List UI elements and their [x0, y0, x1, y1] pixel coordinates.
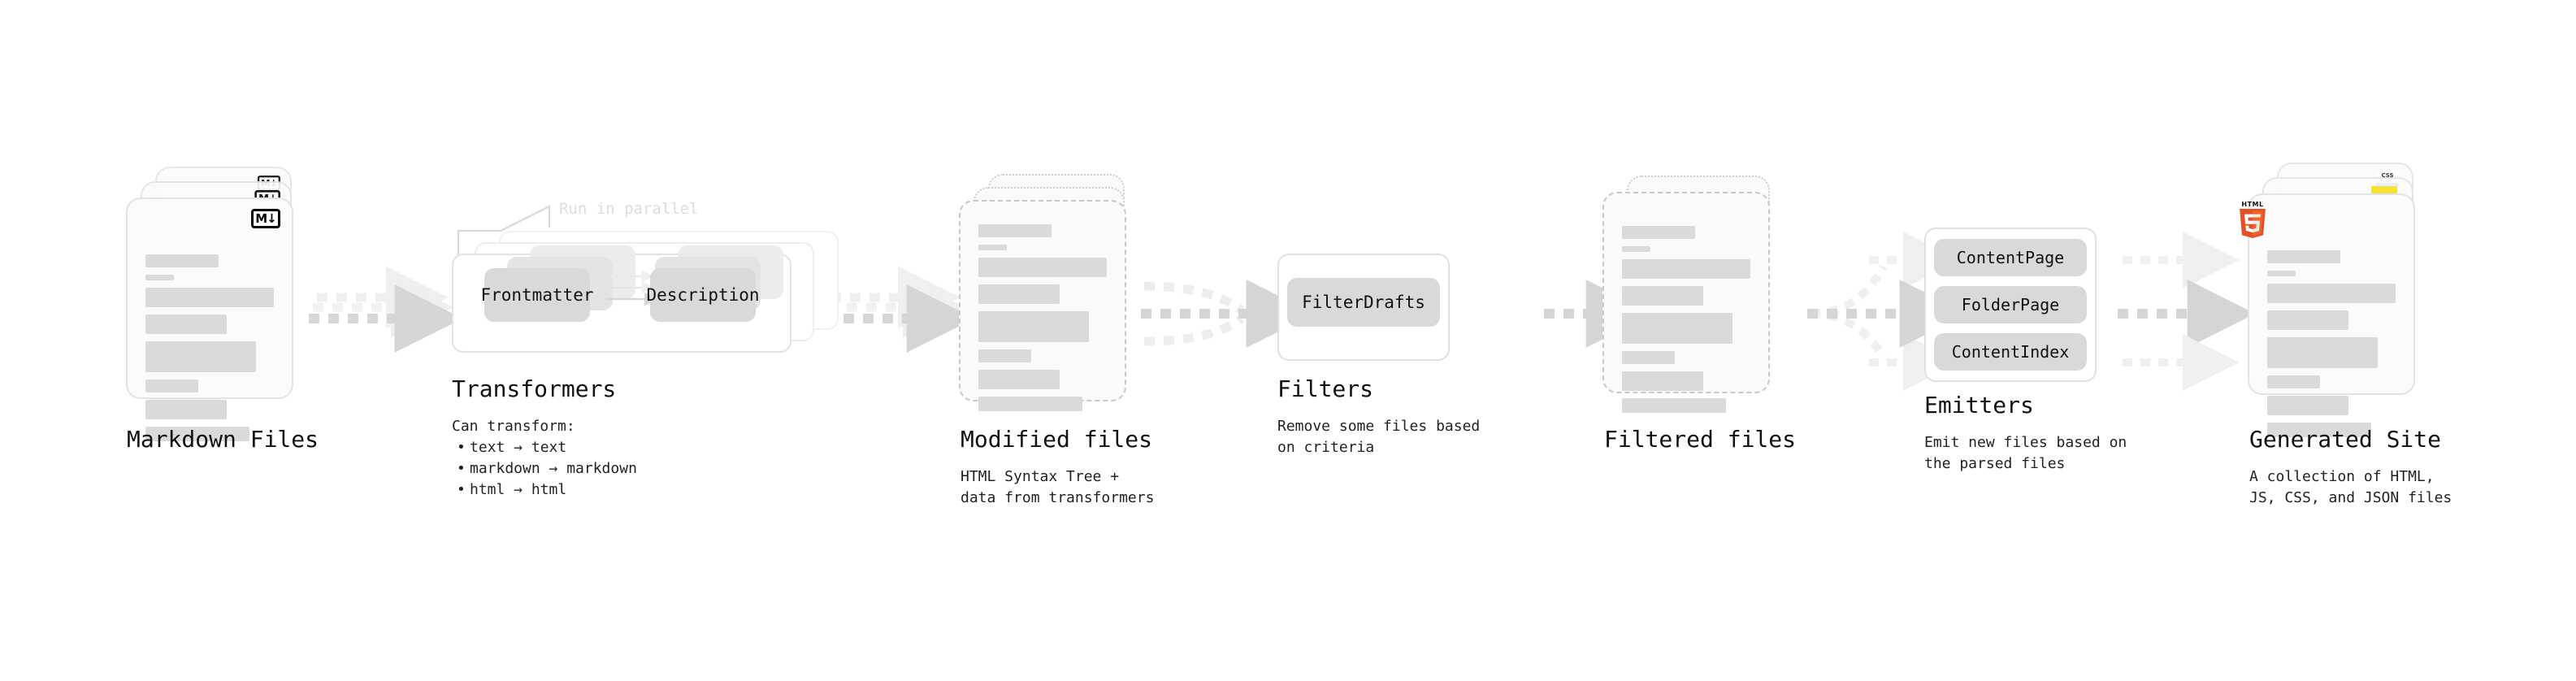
stage-subtitle: HTML Syntax Tree + data from transformer… [961, 468, 1155, 506]
content-bar [145, 314, 227, 334]
stage-subtitle: Remove some files based on criteria [1277, 418, 1481, 456]
content-bar [145, 288, 274, 307]
stage-subtitle: A collection of HTML, JS, CSS, and JSON … [2249, 468, 2452, 506]
content-bar [2267, 337, 2378, 368]
card-content-bars [2267, 250, 2396, 445]
chip-frontmatter[interactable]: Frontmatter [480, 268, 594, 322]
list-item: markdown → markdown [457, 458, 637, 479]
stage-title: Emitters [1924, 392, 2034, 419]
content-bar [978, 370, 1060, 389]
content-bar [978, 245, 1007, 250]
modified-card-front [959, 200, 1126, 411]
content-bar [1622, 246, 1650, 252]
content-bar [2267, 423, 2371, 437]
chip-contentpage[interactable]: ContentPage [1934, 239, 2087, 276]
content-bar [145, 400, 227, 419]
filtered-files-caption: Filtered files [1604, 426, 1796, 453]
content-bar [978, 284, 1060, 304]
chip-description[interactable]: Description [646, 268, 760, 322]
filters-caption: Filters Remove some files based on crite… [1277, 375, 1480, 458]
list-item: text → text [457, 437, 637, 458]
content-bar [1622, 313, 1733, 344]
content-bar [2267, 375, 2320, 388]
stage-title: Modified files [961, 426, 1153, 453]
content-bar [2267, 271, 2296, 276]
arrow-filtered-to-emitters [1807, 232, 1968, 391]
generated-site-caption: Generated Site A collection of HTML, JS,… [2249, 426, 2452, 509]
stage-title: Filters [1277, 375, 1374, 402]
transform-bullet-list: text → text markdown → markdown html → h… [452, 437, 637, 501]
content-bar [978, 224, 1052, 237]
html5-icon-wordmark: HTML [2241, 201, 2264, 208]
html5-icon: HTML [2238, 201, 2267, 238]
arrow-emitters-to-site [2118, 232, 2256, 391]
content-bar [1622, 226, 1696, 239]
content-bar [978, 311, 1089, 342]
card-content-bars [978, 224, 1107, 419]
card-content-bars [1622, 226, 1750, 420]
content-bar [2267, 250, 2341, 263]
content-bar [1622, 351, 1675, 364]
chip-inner-arrows [606, 270, 658, 306]
content-bar [1622, 398, 1726, 413]
card-content-bars [145, 254, 274, 449]
list-item: html → html [457, 479, 637, 501]
stage-title: Markdown Files [127, 426, 319, 453]
content-bar [1622, 371, 1703, 391]
modified-files-caption: Modified files HTML Syntax Tree + data f… [961, 426, 1154, 509]
content-bar [145, 275, 174, 280]
content-bar [978, 397, 1082, 411]
content-bar [145, 427, 249, 441]
site-card-front: HTML [2240, 193, 2415, 437]
run-in-parallel-label: Run in parallel [559, 200, 699, 218]
chip-filterdrafts[interactable]: FilterDrafts [1287, 278, 1440, 327]
filtered-card-front [1602, 192, 1770, 413]
chip-contentindex[interactable]: ContentIndex [1934, 333, 2087, 371]
stage-subtitle: Can transform: [452, 418, 575, 435]
stage-title: Generated Site [2249, 426, 2442, 453]
content-bar [2267, 310, 2348, 330]
content-bar [145, 380, 198, 393]
content-bar [2267, 284, 2396, 303]
content-bar [2267, 396, 2348, 415]
markdown-card-front: M↓ [126, 197, 293, 441]
markdown-files-caption: Markdown Files [127, 426, 319, 453]
content-bar [145, 341, 256, 372]
arrow-modified-to-filters [1141, 280, 1315, 348]
arrow-markdown-to-transformers [309, 266, 463, 353]
stage-subtitle: Emit new files based on the parsed files [1924, 434, 2127, 472]
content-bar [145, 254, 219, 267]
content-bar [1622, 259, 1750, 279]
parallel-bracket [457, 205, 551, 263]
transformers-caption: Transformers Can transform: text → text … [452, 375, 637, 501]
emitters-caption: Emitters Emit new files based on the par… [1924, 392, 2127, 475]
content-bar [978, 258, 1107, 277]
stage-title: Transformers [452, 375, 617, 402]
content-bar [978, 349, 1031, 362]
markdown-icon: M↓ [251, 209, 280, 228]
stage-title: Filtered files [1604, 426, 1797, 453]
content-bar [1622, 286, 1703, 306]
chip-folderpage[interactable]: FolderPage [1934, 286, 2087, 323]
